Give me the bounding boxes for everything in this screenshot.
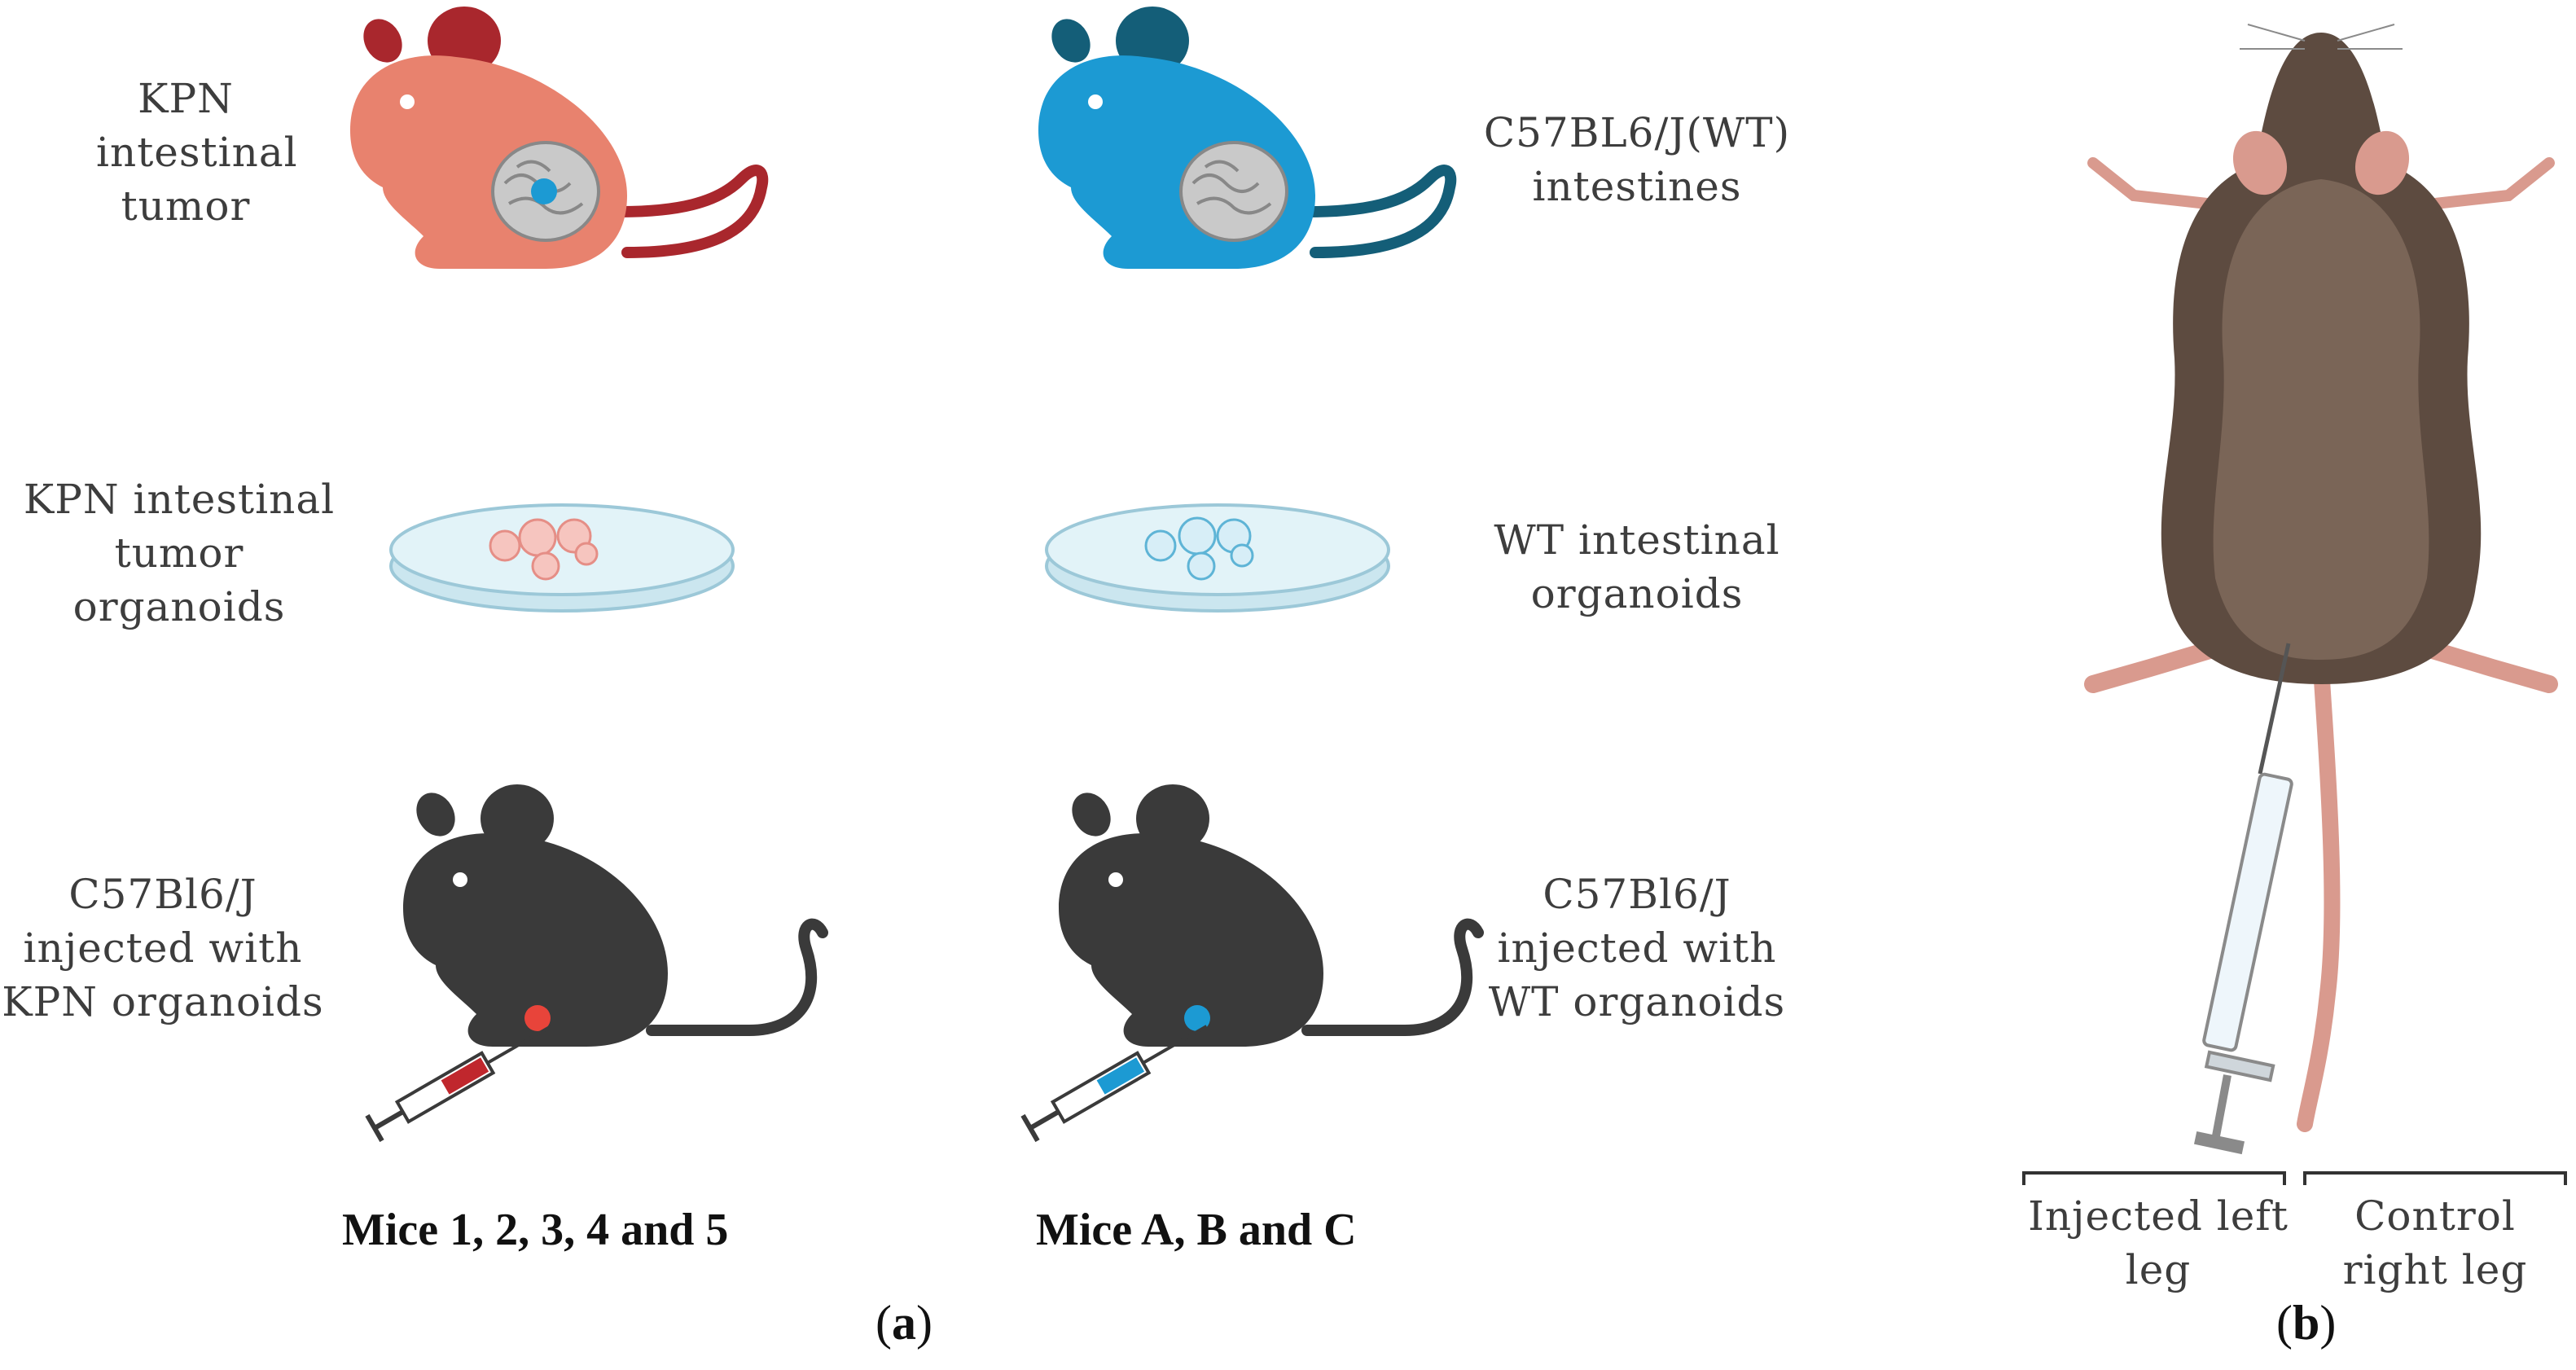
syringe-icon — [365, 1025, 552, 1143]
wt-petri-dish-icon — [1045, 503, 1390, 613]
intestine-icon — [1179, 141, 1288, 242]
wt-organoids-label: WT intestinal organoids — [1494, 516, 1780, 617]
left-leg-bracket — [2022, 1171, 2286, 1185]
wt-injected-mouse-icon — [1020, 784, 1484, 1143]
kpn-mouse-icon — [350, 7, 769, 269]
wt-intestines-label: C57BL6/J(WT) intestines — [1483, 109, 1791, 210]
wt-injected-label: C57Bl6/J injected with WT organoids — [1488, 871, 1786, 1025]
syringe-icon — [2193, 643, 2293, 1155]
kpn-injected-label: C57Bl6/J injected with KPN organoids — [2, 871, 324, 1025]
injected-left-leg-label: Injected left leg — [2028, 1192, 2289, 1293]
kpn-organoids-label: KPN intestinal tumor organoids — [23, 476, 336, 630]
panel-a-sublabel: (a) — [875, 1296, 933, 1350]
kpn-petri-dish-icon — [389, 503, 735, 613]
brown-mouse-top-view-icon — [2084, 24, 2558, 1155]
panel-b-sublabel: (b) — [2276, 1296, 2337, 1350]
kpn-injected-mouse-icon — [365, 784, 828, 1143]
kpn-tumor-label: KPN intestinal tumor — [96, 75, 298, 230]
caption-mice-wt: Mice A, B and C — [1036, 1205, 1357, 1255]
control-right-leg-label: Control right leg — [2342, 1192, 2528, 1293]
caption-mice-kpn: Mice 1, 2, 3, 4 and 5 — [342, 1205, 729, 1255]
syringe-icon — [1020, 1025, 1208, 1143]
wt-mouse-icon — [1038, 7, 1457, 269]
right-leg-bracket — [2303, 1171, 2567, 1185]
